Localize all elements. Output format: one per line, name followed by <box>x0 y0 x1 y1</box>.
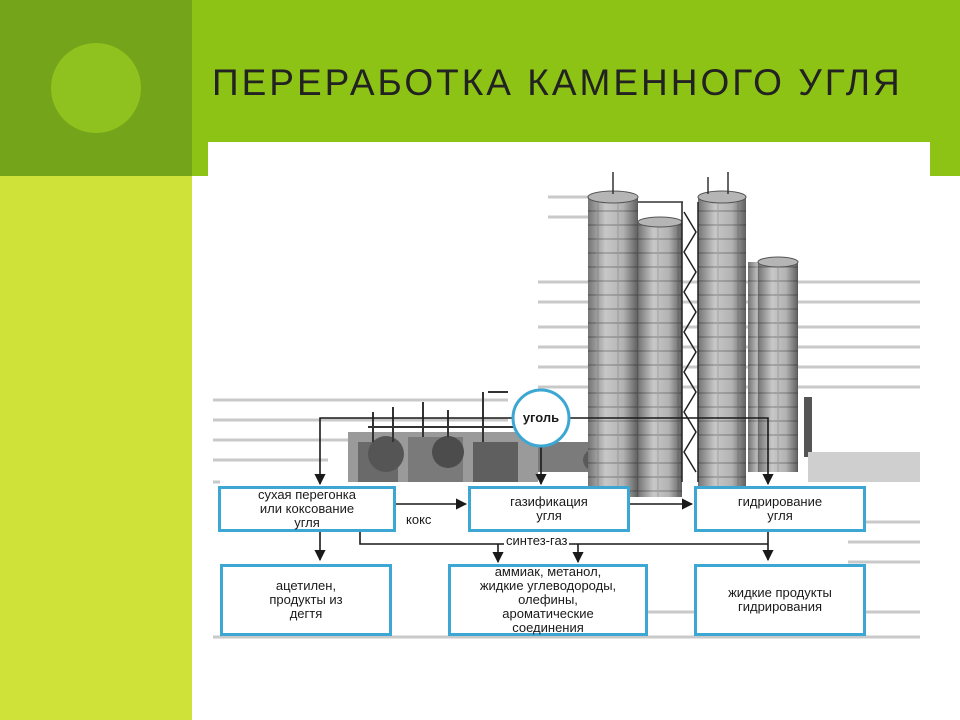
edge-label-coke: кокс <box>404 512 434 527</box>
product-text: соединения <box>512 620 584 635</box>
product-text: аммиак, метанол, <box>494 564 602 579</box>
product-text: продукты из <box>269 592 343 607</box>
process-text: сухая перегонка <box>257 487 357 502</box>
process-hydrogenation: гидрирование угля <box>694 486 866 532</box>
product-text: ароматические <box>502 606 594 621</box>
product-hydrogenation-liquids: жидкие продукты гидрирования <box>694 564 866 636</box>
product-acetylene: ацетилен, продукты из дегтя <box>220 564 392 636</box>
product-text: дегтя <box>289 606 323 621</box>
process-text: газификация <box>510 494 588 509</box>
process-text: гидрирование <box>737 494 823 509</box>
product-text: олефины, <box>518 592 578 607</box>
page-title: ПЕРЕРАБОТКА КАМЕННОГО УГЛЯ <box>212 62 903 103</box>
plant-illustration <box>213 172 920 639</box>
coal-processing-figure: уголь сухая перегонка или коксование угл… <box>208 142 930 650</box>
process-text: или коксование <box>259 501 355 516</box>
process-gasification: газификация угля <box>468 486 630 532</box>
product-text: жидкие углеводороды, <box>479 578 617 593</box>
product-text: жидкие продукты <box>728 585 832 600</box>
cylindrical-towers <box>587 172 920 497</box>
corner-circle-decoration <box>51 43 141 133</box>
coal-source-label: уголь <box>522 410 560 425</box>
product-text: гидрирования <box>737 599 822 614</box>
process-text: угля <box>536 508 562 523</box>
refinery-machinery <box>348 391 623 482</box>
coal-source-node <box>511 388 571 448</box>
product-text: ацетилен, <box>275 578 337 593</box>
process-dry-distillation: сухая перегонка или коксование угля <box>218 486 396 532</box>
edge-label-syngas: синтез-газ <box>504 533 570 548</box>
product-ammonia-methanol: аммиак, метанол, жидкие углеводороды, ол… <box>448 564 648 636</box>
process-text: угля <box>294 515 320 530</box>
process-text: угля <box>767 508 793 523</box>
